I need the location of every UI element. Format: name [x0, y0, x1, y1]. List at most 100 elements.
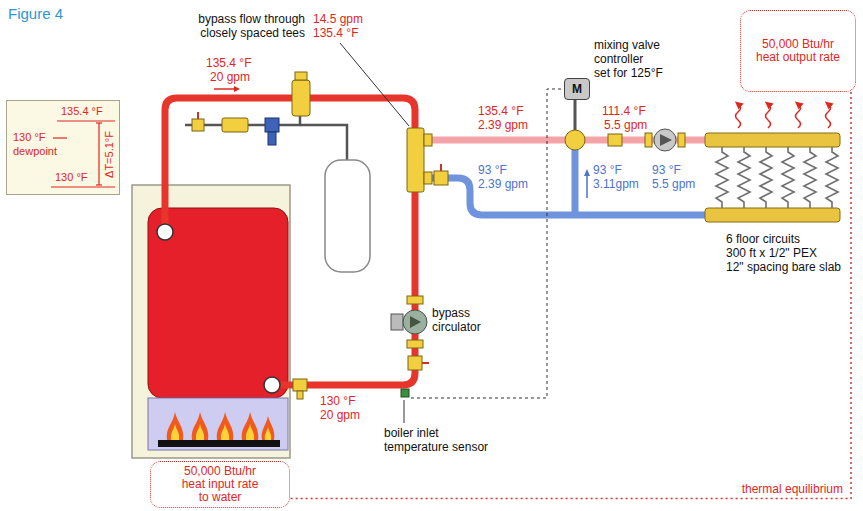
- boiler-port: [157, 224, 173, 240]
- manifold-header: [705, 133, 840, 147]
- closely-spaced-tees: [424, 134, 432, 146]
- burner-flame: [246, 424, 254, 440]
- mixing-valve: [565, 130, 585, 150]
- floor-circuit: [716, 147, 838, 208]
- return-pipe: [424, 150, 705, 215]
- chart-line: [57, 120, 115, 121]
- circuit-note: 300 ft x 1/2" PEX: [726, 246, 817, 260]
- boiler-port: [157, 224, 280, 393]
- controller-note: controller: [594, 52, 643, 66]
- bypass-circulator: [391, 296, 429, 370]
- flow-arrow: [214, 86, 590, 198]
- boiler-cabinet: [132, 185, 290, 458]
- flow-rate: 20 gpm: [320, 408, 360, 422]
- bypass-circulator: [410, 316, 421, 328]
- burner-flame: [167, 412, 275, 440]
- heat-arrow: [826, 104, 831, 128]
- heat-arrow: [736, 104, 831, 128]
- figure-title: Figure 4: [8, 5, 63, 23]
- make-up-valve: [268, 132, 276, 145]
- supply-pipe: [165, 98, 415, 385]
- heat-rate-text: heat input rate: [182, 478, 259, 491]
- air-separator: [292, 72, 310, 116]
- burner-flame: [265, 427, 271, 440]
- chart-line: [98, 123, 99, 185]
- temperature-label: 135.4 °F: [206, 56, 252, 70]
- temperature-label: dewpoint: [13, 145, 57, 158]
- mixing-valve: [565, 100, 585, 150]
- make-up-valve: [192, 112, 279, 145]
- temperature-label: 130 °F: [55, 171, 88, 184]
- control-wire: [411, 89, 563, 398]
- air-separator: [292, 80, 310, 116]
- temperature-label: 135.4 °F: [478, 104, 524, 118]
- floor-circuit: [716, 147, 728, 208]
- make-up-water-line: [300, 125, 347, 160]
- burner-flame: [242, 412, 259, 440]
- flow-rate: 5.5 gpm: [652, 177, 695, 191]
- temperature-label: 111.4 °F: [602, 104, 646, 118]
- flow-rate: 3.11gpm: [593, 177, 639, 191]
- make-up-valve: [192, 119, 204, 131]
- closely-spaced-tees: [424, 172, 432, 184]
- heat-exchanger: [148, 208, 288, 398]
- controller-note: mixing valve: [594, 38, 660, 52]
- callout-text: bypass flow through: [198, 12, 305, 26]
- temperature-label: 93 °F: [652, 163, 681, 177]
- make-up-valve: [222, 118, 248, 132]
- bypass-circulator: [407, 340, 423, 348]
- floor-circuit: [804, 147, 816, 208]
- ball-valve: [434, 171, 448, 185]
- boiler-port: [264, 377, 280, 393]
- bypass-circulator: [408, 356, 422, 370]
- chart-line: [51, 186, 115, 187]
- mixing-valve: [574, 100, 577, 130]
- bypass-circulator: [422, 362, 429, 364]
- flow-rate: 14.5 gpm: [313, 12, 363, 26]
- valve-actuator: M: [564, 78, 590, 100]
- manifold-header: [705, 208, 840, 222]
- floor-circulator: [608, 129, 685, 151]
- ball-valve: [434, 164, 448, 185]
- burner-flame: [221, 424, 229, 440]
- floor-circulator: [678, 133, 685, 147]
- expansion-tank: [325, 160, 370, 272]
- flow-rate: 2.39 gpm: [478, 177, 528, 191]
- manifold-header: [705, 133, 840, 222]
- burner-flame: [196, 424, 204, 440]
- purge-valve: [293, 379, 307, 391]
- combustion-chamber: [148, 398, 288, 450]
- part-name: temperature sensor: [384, 440, 488, 454]
- equilibrium-link: [290, 92, 851, 499]
- heat-rate-text: heat output rate: [756, 51, 840, 64]
- return-pipe: [572, 150, 579, 215]
- temperature-label: 93 °F: [593, 163, 622, 177]
- dewpoint-chart: 135.4 °F130 °FdewpointΔT=5.1°F130 °F: [6, 100, 120, 195]
- return-pipe: [424, 178, 705, 215]
- floor-circulator: [608, 134, 622, 146]
- temperature-label: 130 °F: [320, 394, 355, 408]
- floor-circulator: [645, 133, 652, 147]
- heat-output-box: 50,000 Btu/hrheat output rate: [740, 10, 856, 92]
- supply-pipe: [165, 98, 415, 385]
- floor-circuit: [738, 147, 750, 208]
- bypass-circulator: [391, 314, 403, 330]
- closely-spaced-tees: [407, 128, 432, 192]
- expansion-tank: [325, 160, 370, 272]
- part-name: circulator: [432, 320, 481, 334]
- actuator-letter: M: [572, 83, 582, 96]
- flow-arrow: [214, 88, 234, 90]
- boiler-cabinet: [132, 185, 290, 458]
- temperature-label: 135.4 °F: [313, 26, 359, 40]
- heat-input-box: 50,000 Btu/hrheat input rateto water: [150, 461, 290, 508]
- leader-line: [340, 43, 409, 126]
- heat-rate-text: 50,000 Btu/hr: [184, 465, 256, 478]
- floor-circulator: [660, 134, 672, 146]
- chart-line: [96, 184, 102, 185]
- flow-arrow: [584, 169, 590, 176]
- burner-flame: [167, 412, 184, 440]
- flow-rate: 5.5 gpm: [604, 118, 647, 132]
- make-up-valve: [197, 112, 199, 119]
